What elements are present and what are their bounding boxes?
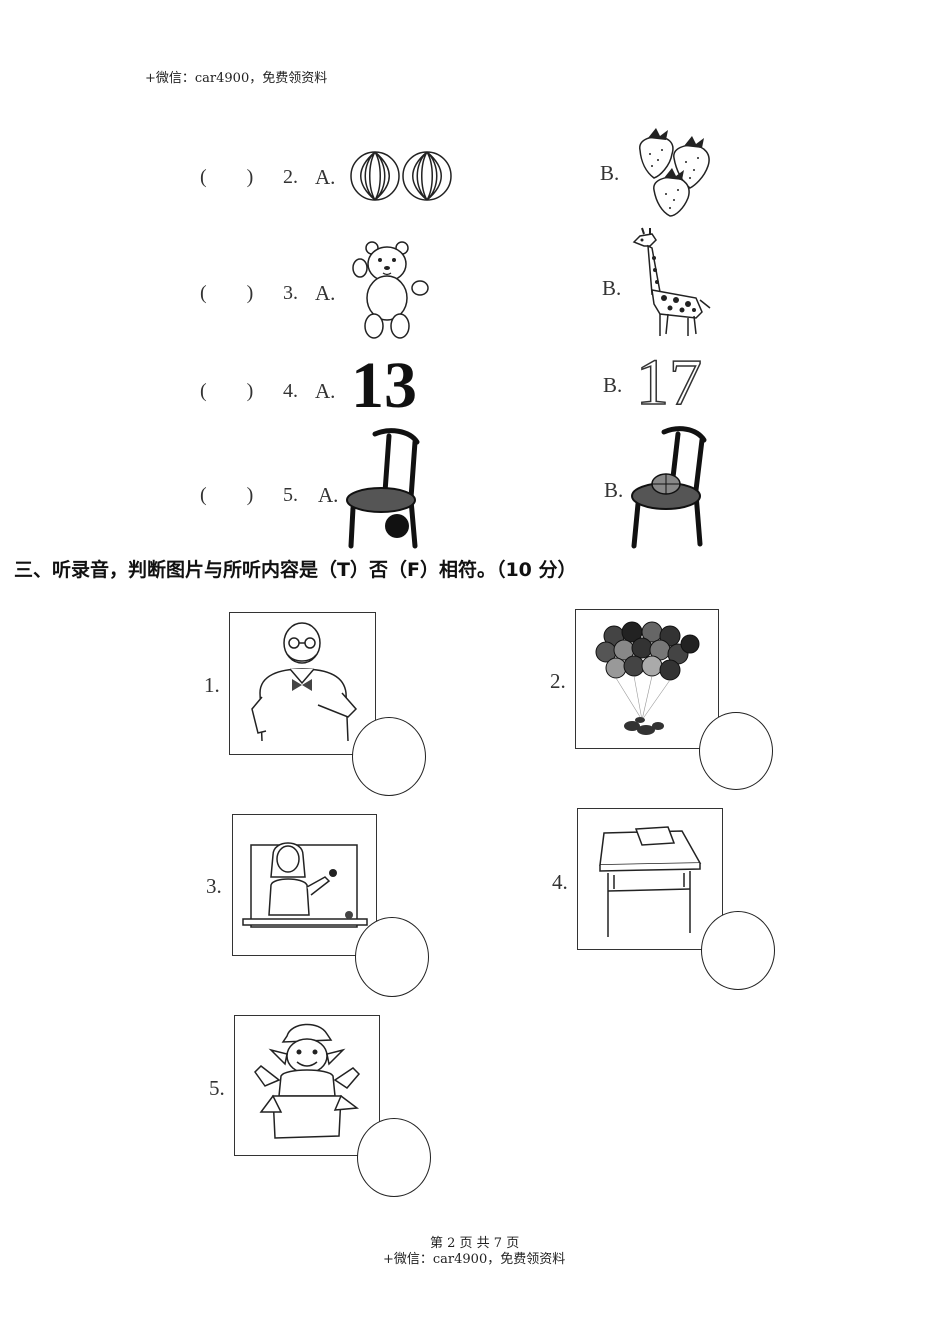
watermelons-icon [350, 151, 452, 201]
answer-circle[interactable] [357, 1118, 431, 1197]
question-number: 5. [283, 484, 298, 506]
option-b-label: B. [600, 161, 620, 185]
answer-paren: ( ) [200, 380, 254, 402]
grandpa-icon [251, 622, 358, 742]
item-number: 4. [552, 870, 568, 894]
chair-ball-under-icon [346, 428, 420, 549]
answer-circle[interactable] [355, 917, 429, 997]
teddy-bear-icon [352, 241, 429, 339]
section-title: 三、听录音，判断图片与所听内容是（T）否（F）相符。（10 分） [14, 559, 577, 581]
option-b-label: B. [602, 276, 622, 300]
answer-paren: ( ) [200, 282, 254, 304]
number-13: 13 [351, 349, 417, 422]
balloons-icon [595, 621, 700, 735]
option-a-label: A. [315, 281, 336, 305]
picture-frame [232, 814, 377, 956]
item-number: 5. [209, 1076, 225, 1100]
picture-frame [229, 612, 376, 755]
option-a-label: A. [318, 483, 339, 507]
question-number: 2. [283, 166, 298, 188]
option-b-label: B. [603, 373, 623, 397]
item-number: 3. [206, 874, 222, 898]
teacher-icon [242, 842, 368, 928]
giraffe-icon [632, 227, 711, 336]
answer-paren: ( ) [200, 484, 254, 506]
option-b-label: B. [604, 478, 624, 502]
picture-frame [575, 609, 719, 749]
option-a-label: A. [315, 165, 336, 189]
answer-circle[interactable] [701, 911, 775, 990]
page-number: 第 2 页 共 7 页 [430, 1236, 520, 1251]
answer-circle[interactable] [352, 717, 426, 796]
question-number: 3. [283, 282, 298, 304]
item-number: 2. [550, 669, 566, 693]
picture-frame [577, 808, 723, 950]
answer-circle[interactable] [699, 712, 773, 790]
answer-paren: ( ) [200, 166, 254, 188]
option-a-label: A. [315, 379, 336, 403]
footer-watermark: +微信：car4900，免费领资料 [383, 1252, 566, 1267]
boy-in-box-icon [254, 1023, 361, 1139]
strawberries-icon [639, 128, 710, 217]
picture-frame [234, 1015, 380, 1156]
number-17: 17 [635, 346, 703, 419]
desk-icon [599, 826, 702, 937]
item-number: 1. [204, 673, 220, 697]
chair-ball-on-icon [631, 426, 707, 549]
question-number: 4. [283, 380, 298, 402]
header-watermark: +微信：car4900，免费领资料 [145, 71, 328, 86]
